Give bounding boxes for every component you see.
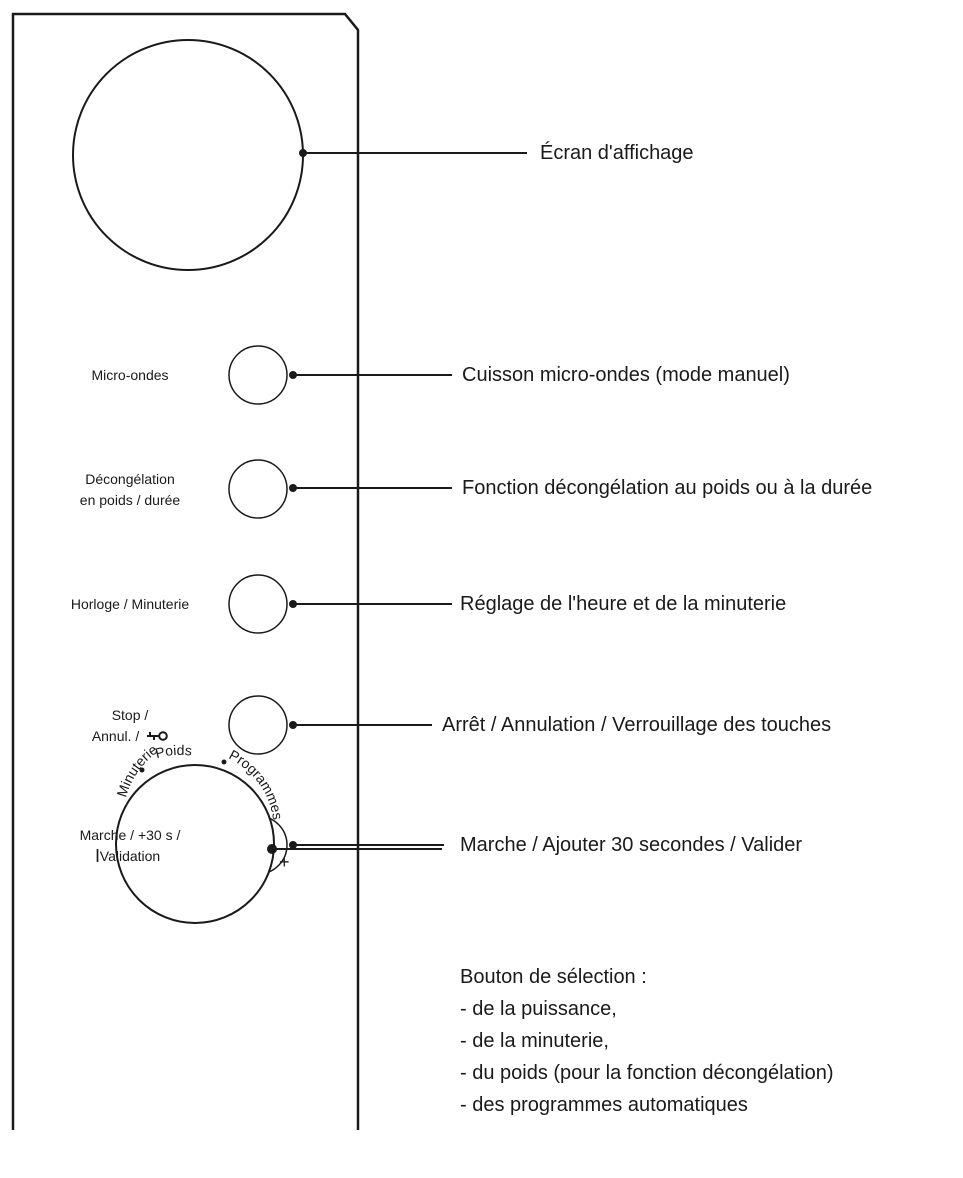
stop-cancel-button[interactable]	[228, 695, 432, 755]
display-description: Écran d'affichage	[540, 142, 694, 164]
dial-separator-dot-right	[221, 759, 227, 765]
dial-minus-mark: I	[95, 846, 100, 866]
dial-description-item: - des programmes automatiques	[460, 1094, 748, 1116]
microwave-button[interactable]	[228, 345, 452, 405]
dial-description-item: - du poids (pour la fonction décongélati…	[460, 1062, 834, 1084]
dial-description-item: - de la minuterie,	[460, 1030, 609, 1052]
start-validate-description: Marche / Ajouter 30 secondes / Valider	[460, 834, 803, 856]
clock-timer-button-label: Horloge / Minuterie	[70, 596, 190, 612]
panel-outline	[11, 12, 360, 1130]
dial-description: Bouton de sélection : - de la puissance,…	[460, 961, 834, 1121]
microwave-button-label: Micro-ondes	[91, 367, 169, 383]
key-icon	[147, 731, 168, 741]
microwave-description: Cuisson micro-ondes (mode manuel)	[462, 364, 790, 386]
dial-description-item: - de la puissance,	[460, 998, 617, 1020]
defrost-button-label: Décongélation en poids / durée	[79, 471, 181, 508]
stop-cancel-button-label: Stop / Annul. /	[40, 705, 220, 747]
stop-cancel-description: Arrêt / Annulation / Verrouillage des to…	[442, 714, 832, 736]
dial-separator-dot-left	[139, 767, 145, 773]
clock-timer-button[interactable]	[228, 574, 452, 634]
selection-dial[interactable]	[115, 764, 275, 924]
display-screen	[72, 39, 304, 271]
defrost-button[interactable]	[228, 459, 452, 519]
clock-timer-description: Réglage de l'heure et de la minuterie	[460, 593, 787, 615]
start-validate-button-label: Marche / +30 s / Validation	[79, 827, 181, 864]
dial-plus-mark: +	[279, 852, 290, 872]
dial-description-title: Bouton de sélection :	[460, 966, 647, 988]
defrost-description: Fonction décongélation au poids ou à la …	[462, 477, 873, 499]
